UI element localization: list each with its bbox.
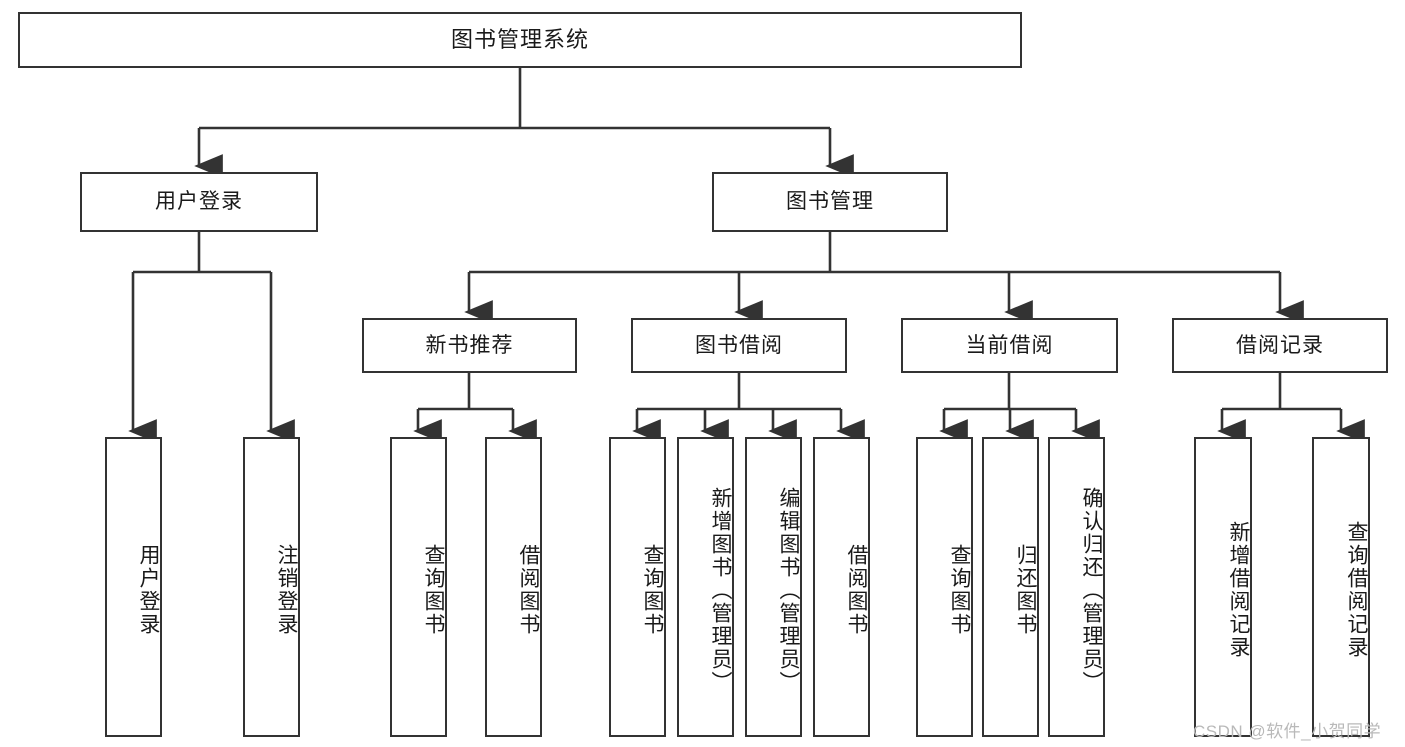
- node-leaf-logout-label: 注销登录: [275, 544, 298, 636]
- node-new-book-recommend[interactable]: 新书推荐: [362, 318, 577, 373]
- node-current-borrow[interactable]: 当前借阅: [901, 318, 1118, 373]
- node-current-borrow-label: 当前借阅: [965, 333, 1054, 357]
- node-leaf-query-book-1-label: 查询图书: [422, 544, 445, 636]
- watermark-text: CSDN @软件_小贺同学: [1193, 722, 1382, 741]
- node-leaf-query-record[interactable]: 查询借阅记录: [1312, 437, 1370, 737]
- node-leaf-confirm-return-label: 确认归还（管理员）: [1080, 486, 1103, 694]
- node-leaf-query-book-3[interactable]: 查询图书: [916, 437, 973, 737]
- node-leaf-borrow-book-1[interactable]: 借阅图书: [485, 437, 542, 737]
- node-leaf-borrow-book-2-label: 借阅图书: [845, 544, 868, 636]
- node-leaf-add-record-label: 新增借阅记录: [1227, 521, 1250, 659]
- node-leaf-query-record-label: 查询借阅记录: [1345, 521, 1368, 659]
- node-leaf-confirm-return[interactable]: 确认归还（管理员）: [1048, 437, 1105, 737]
- node-leaf-add-book-label: 新增图书（管理员）: [709, 486, 732, 694]
- node-leaf-user-login[interactable]: 用户登录: [105, 437, 162, 737]
- node-leaf-query-book-2-label: 查询图书: [641, 544, 664, 636]
- node-leaf-logout[interactable]: 注销登录: [243, 437, 300, 737]
- node-leaf-query-book-2[interactable]: 查询图书: [609, 437, 666, 737]
- node-user-login-label: 用户登录: [155, 190, 243, 214]
- node-leaf-query-book-1[interactable]: 查询图书: [390, 437, 447, 737]
- node-leaf-user-login-label: 用户登录: [137, 544, 160, 636]
- node-leaf-edit-book-label: 编辑图书（管理员）: [777, 486, 800, 694]
- node-root-label: 图书管理系统: [450, 26, 589, 52]
- node-book-borrow-label: 图书借阅: [695, 333, 783, 357]
- node-leaf-return-book-label: 归还图书: [1014, 544, 1037, 636]
- node-new-book-recommend-label: 新书推荐: [425, 333, 514, 357]
- node-book-manage[interactable]: 图书管理: [712, 172, 948, 232]
- node-leaf-edit-book[interactable]: 编辑图书（管理员）: [745, 437, 802, 737]
- node-leaf-borrow-book-2[interactable]: 借阅图书: [813, 437, 870, 737]
- node-book-manage-label: 图书管理: [786, 190, 874, 214]
- node-leaf-return-book[interactable]: 归还图书: [982, 437, 1039, 737]
- node-root[interactable]: 图书管理系统: [18, 12, 1022, 68]
- node-user-login[interactable]: 用户登录: [80, 172, 318, 232]
- node-leaf-borrow-book-1-label: 借阅图书: [517, 544, 540, 636]
- node-borrow-record[interactable]: 借阅记录: [1172, 318, 1388, 373]
- node-book-borrow[interactable]: 图书借阅: [631, 318, 847, 373]
- node-borrow-record-label: 借阅记录: [1236, 333, 1324, 357]
- node-leaf-add-book[interactable]: 新增图书（管理员）: [677, 437, 734, 737]
- node-leaf-add-record[interactable]: 新增借阅记录: [1194, 437, 1252, 737]
- node-leaf-query-book-3-label: 查询图书: [948, 544, 971, 636]
